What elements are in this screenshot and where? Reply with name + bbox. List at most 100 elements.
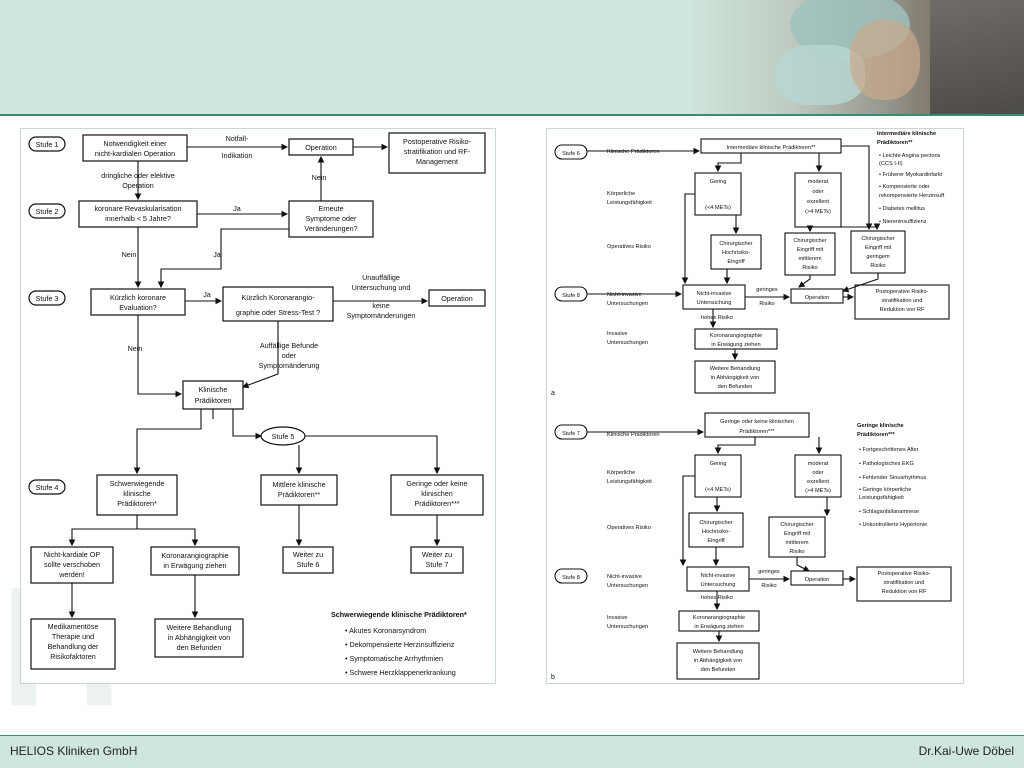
a-postop-3: Reduktion von RF <box>880 307 925 313</box>
a-weitere-1: Weitere Behandlung <box>710 366 761 372</box>
auff-line3: Symptomänderung <box>259 361 320 370</box>
footer-right-text: Dr.Kai-Uwe Döbel <box>918 744 1014 758</box>
postop-line1: Postoperative Risiko- <box>403 137 472 146</box>
nichtkard-line1: Nicht-kardiale OP <box>44 550 101 559</box>
stufe6-label: Stufe 6 <box>562 151 580 157</box>
b-chir-mit-3: mittlerem <box>786 540 809 546</box>
a-weitere-3: den Befunden <box>718 384 753 390</box>
ja-label-3: Ja <box>203 290 211 299</box>
schwer-line3: Prädiktoren* <box>117 499 157 508</box>
nein-label-3: Nein <box>128 344 143 353</box>
a-gering: Gering <box>710 179 727 185</box>
b-postop-2: stratifikation und <box>884 580 925 586</box>
b-hohes: hohes Risiko <box>701 595 733 601</box>
b-postop-1: Postoperative Risiko- <box>878 571 931 577</box>
b-lt4: (<4 METs) <box>705 487 731 493</box>
legend-b-item-6: • Unkontrollierte Hypertonie <box>859 522 927 528</box>
legend-a-item-5: • Diabetes mellitus <box>879 206 925 212</box>
b-nichtinv-2: Untersuchung <box>701 582 736 588</box>
a-chir-mit-3: mittlerem <box>799 256 822 262</box>
b-chir-mit-2: Eingriff mit <box>784 531 811 537</box>
ja-label-2: Ja <box>213 250 221 259</box>
a-chir-ger-3: geringem <box>866 254 890 260</box>
row-klin-b: Klinische Prädiktoren <box>607 432 660 438</box>
weiter6-line1: Weiter zu <box>293 550 323 559</box>
legend-b-item-0: • Fortgeschrittenes Alter <box>859 447 919 453</box>
row-inv-a-2: Untersuchungen <box>607 340 648 346</box>
postop-line2: stratifikation und RF- <box>404 147 471 156</box>
header-banner <box>0 0 1024 116</box>
legend-a-item-4: rekompensierte Herzinsuff <box>879 193 945 199</box>
ja-label-1: Ja <box>233 204 241 213</box>
row-nichtinv-a-2: Untersuchungen <box>607 301 648 307</box>
postop-line3: Management <box>416 157 458 166</box>
medik-line1: Medikamentöse <box>48 622 99 631</box>
b-moderat-1: moderat <box>808 461 829 467</box>
klin-line1: Klinische <box>199 385 228 394</box>
klin-line2: Prädiktoren <box>195 396 232 405</box>
weiter7-line2: Stufe 7 <box>426 560 449 569</box>
legend-a-item-1: (CCS I-II) <box>879 161 903 167</box>
right-flowchart-panel: Stufe 6 Stufe 8 Stufe 7 Stufe 8 Intermed… <box>546 128 964 684</box>
b-nichtinv-1: Nicht-invasive <box>701 573 736 579</box>
a-chir-hoch-3: Eingriff <box>727 259 745 265</box>
legend-title: Schwerwiegende klinische Prädiktoren* <box>331 610 467 619</box>
nein-label-1: Nein <box>312 173 327 182</box>
a-moderat-2: oder <box>812 189 823 195</box>
right-flowchart: Stufe 6 Stufe 8 Stufe 7 Stufe 8 Intermed… <box>551 131 952 681</box>
notfall-line2: Indikation <box>222 151 253 160</box>
medik-line4: Risikofaktoren <box>50 652 96 661</box>
legend-item-1: • Dekompensierte Herzinsuffizienz <box>345 640 455 649</box>
gering-line2: klinischen <box>421 489 453 498</box>
row-koerp-a-1: Körperliche <box>607 191 635 197</box>
b-weitere-1: Weitere Behandlung <box>693 649 744 655</box>
a-chir-hoch-1: Chirurgischer <box>719 241 752 247</box>
b-gering-1: Geringe oder keine klinischen <box>720 419 794 425</box>
footer-bar <box>0 736 1024 768</box>
dringlich-line2: Operation <box>122 181 154 190</box>
unauff-line4: Symptomänderungen <box>347 311 416 320</box>
a-geringes-2: Risiko <box>759 301 774 307</box>
b-postop-3: Reduktion von RF <box>882 589 927 595</box>
auff-line1: Auffällige Befunde <box>260 341 318 350</box>
a-nichtinv-1: Nicht-invasive <box>697 291 732 297</box>
b-chir-hoch-1: Chirurgischer <box>699 520 732 526</box>
legend-b-item-5: • Schlaganfallanamnese <box>859 509 919 515</box>
schwer-line1: Schwerwiegende <box>110 479 165 488</box>
b-moderat-4: (>4 METs) <box>805 488 831 494</box>
schwer-line2: klinische <box>123 489 151 498</box>
a-weitere-2: in Abhängigkeit von <box>711 375 760 381</box>
b-chir-mit-4: Risiko <box>789 549 804 555</box>
weiter7-line1: Weiter zu <box>422 550 452 559</box>
row-inv-b-1: Invasive <box>607 615 628 621</box>
b-geringes-1: geringes <box>758 569 780 575</box>
face-shape <box>850 20 920 100</box>
b-geringes-2: Risiko <box>761 583 776 589</box>
a-koronar-2: in Erwägung ziehen <box>711 342 760 348</box>
b-gering: Gering <box>710 461 727 467</box>
b-koronar-2: in Erwägung ziehen <box>694 624 743 630</box>
notwendigkeit-line1: Notwendigkeit einer <box>103 139 167 148</box>
kuerzlich-line1: Kürzlich koronare <box>110 293 166 302</box>
nichtkard-line2: sollte verschoben <box>44 560 100 569</box>
legend-item-0: • Akutes Koronarsyndrom <box>345 626 426 635</box>
notwendigkeit-line2: nicht-kardialen Operation <box>95 149 175 158</box>
weitere-line2: in Abhängigkeit von <box>168 633 230 642</box>
weiter6-line2: Stufe 6 <box>297 560 320 569</box>
medik-line3: Behandlung der <box>48 642 99 651</box>
stufe3-label: Stufe 3 <box>36 294 59 303</box>
stufe8-label-a: Stufe 8 <box>562 293 580 299</box>
unauff-line3: keine <box>372 301 389 310</box>
gering-line1: Geringe oder keine <box>406 479 467 488</box>
row-nichtinv-b-2: Untersuchungen <box>607 583 648 589</box>
a-chir-mit-1: Chirurgischer <box>793 238 826 244</box>
b-moderat-2: oder <box>812 470 823 476</box>
legend-a-title-2: Prädiktoren** <box>877 140 913 146</box>
row-oprisk-b: Operatives Risiko <box>607 525 651 531</box>
nein-label-2: Nein <box>122 250 137 259</box>
erneute-line3: Veränderungen? <box>304 224 357 233</box>
header-divider <box>0 114 1024 116</box>
legend-b-title-2: Prädiktoren*** <box>857 432 895 438</box>
a-chir-ger-4: Risiko <box>870 263 885 269</box>
unauff-line1: Unauffällige <box>362 273 400 282</box>
